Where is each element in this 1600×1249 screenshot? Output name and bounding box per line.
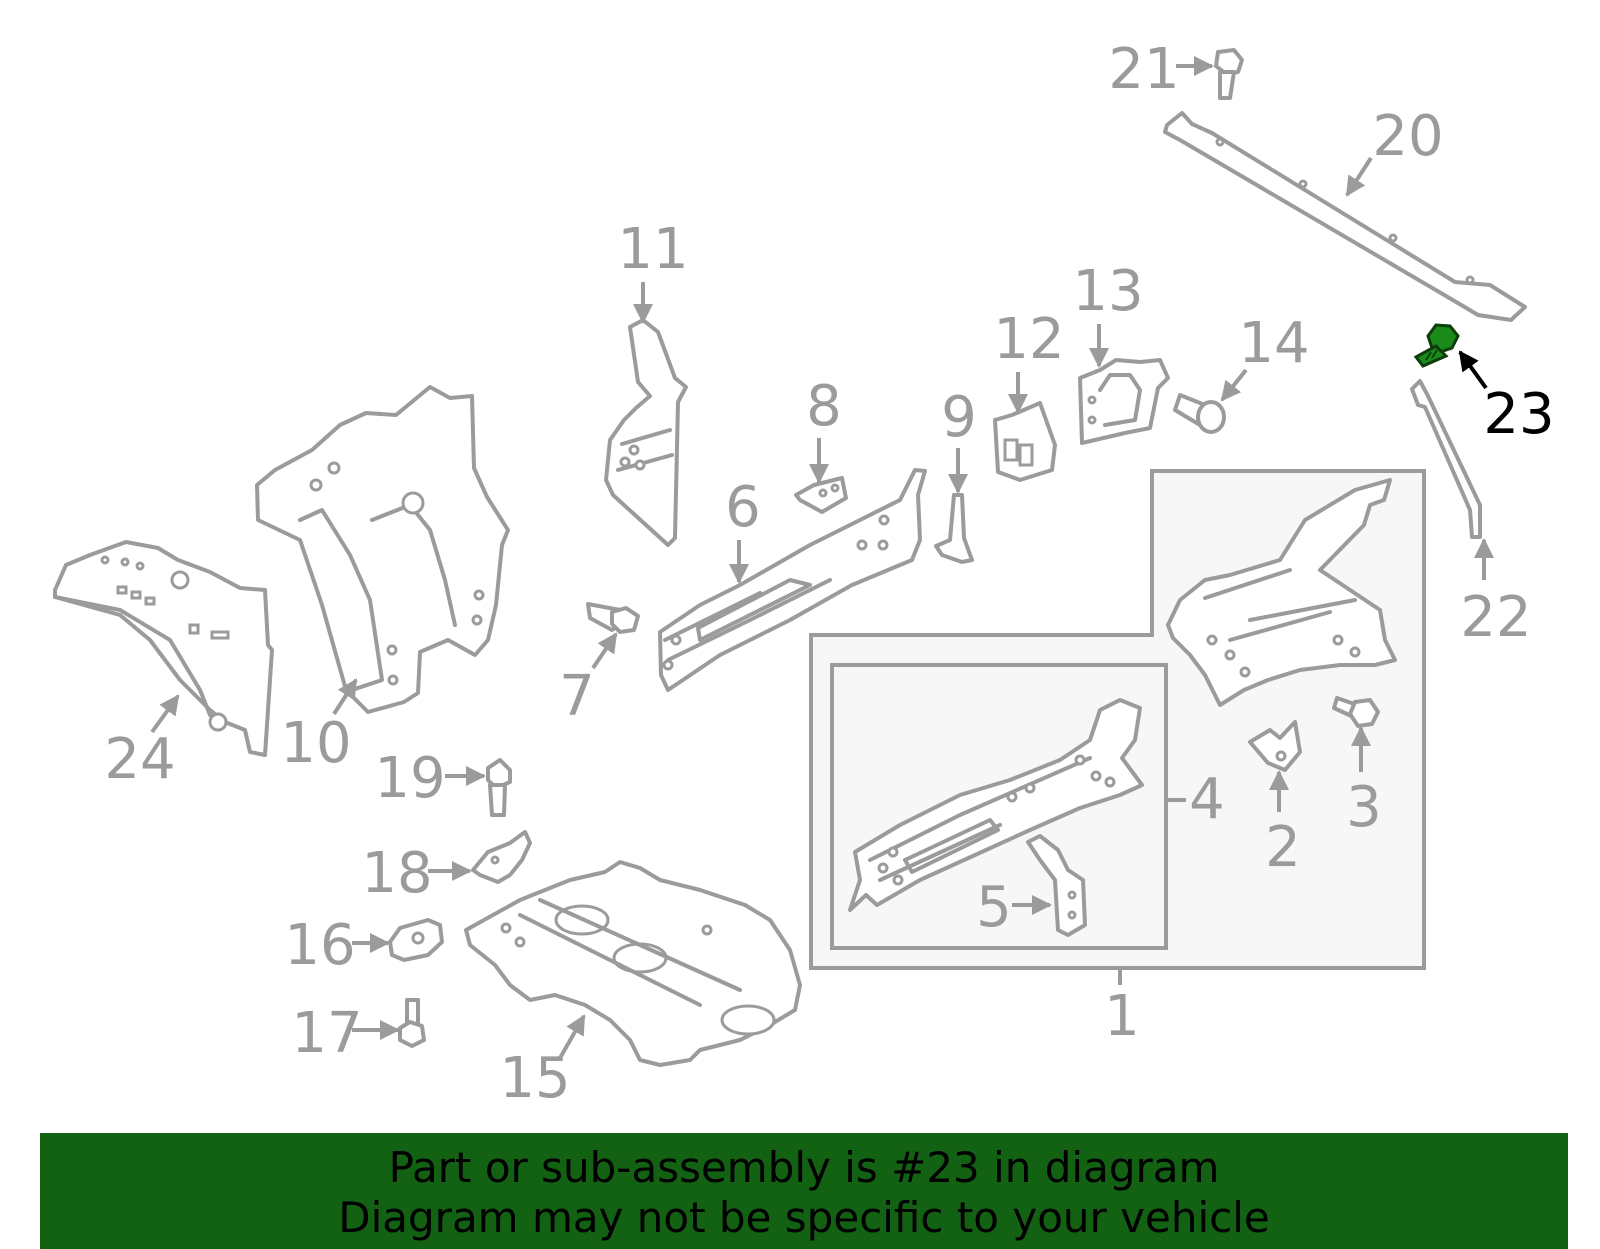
callout-19: 19 bbox=[374, 746, 445, 811]
part-22-bracket[interactable] bbox=[1410, 379, 1482, 539]
info-banner: Part or sub-assembly is #23 in diagram D… bbox=[40, 1133, 1568, 1249]
callout-12: 12 bbox=[993, 307, 1064, 372]
callout-6: 6 bbox=[725, 475, 761, 540]
callout-23-highlighted: 23 bbox=[1483, 382, 1554, 447]
part-7-bolt[interactable] bbox=[586, 602, 640, 634]
part-9-bracket[interactable] bbox=[934, 493, 974, 564]
callout-8: 8 bbox=[806, 374, 842, 439]
callout-22: 22 bbox=[1460, 585, 1531, 650]
callout-10: 10 bbox=[280, 711, 351, 776]
part-10-apron[interactable] bbox=[255, 385, 510, 714]
part-8-bracket[interactable] bbox=[794, 476, 848, 514]
callout-7: 7 bbox=[559, 664, 595, 729]
part-5-bracket[interactable] bbox=[1026, 834, 1087, 937]
callout-24: 24 bbox=[104, 727, 175, 792]
callout-9: 9 bbox=[941, 385, 977, 450]
callout-14: 14 bbox=[1238, 311, 1309, 376]
callout-17: 17 bbox=[291, 1001, 362, 1066]
part-21-bolt[interactable] bbox=[1214, 48, 1244, 100]
part-11-pillar[interactable] bbox=[604, 318, 688, 547]
callout-3: 3 bbox=[1346, 775, 1382, 840]
callout-11: 11 bbox=[617, 217, 688, 282]
part-14-bolt[interactable] bbox=[1173, 393, 1226, 434]
callout-15: 15 bbox=[499, 1046, 570, 1111]
callout-labels: 1 2 3 4 5 6 7 8 9 10 11 12 13 14 15 16 1… bbox=[104, 37, 1554, 1111]
banner-line-1: Part or sub-assembly is #23 in diagram bbox=[388, 1143, 1220, 1192]
callout-16: 16 bbox=[284, 913, 355, 978]
callout-2: 2 bbox=[1265, 815, 1301, 880]
part-12-bracket[interactable] bbox=[993, 401, 1057, 482]
part-20-tie-bar[interactable] bbox=[1163, 111, 1527, 322]
part-2-bracket[interactable] bbox=[1248, 720, 1302, 772]
part-16-mount[interactable] bbox=[388, 918, 444, 962]
part-3-bolt[interactable] bbox=[1332, 696, 1380, 728]
part-4-side-member[interactable] bbox=[848, 698, 1144, 912]
part-1-member-upper[interactable] bbox=[1166, 478, 1397, 707]
callout-20: 20 bbox=[1372, 104, 1443, 169]
callout-21: 21 bbox=[1108, 37, 1179, 102]
part-18-bracket[interactable] bbox=[471, 830, 532, 884]
banner-line-2: Diagram may not be specific to your vehi… bbox=[338, 1193, 1270, 1242]
part-13-bracket[interactable] bbox=[1078, 358, 1170, 445]
part-6-side-member[interactable] bbox=[658, 468, 927, 692]
part-17-bolt[interactable] bbox=[398, 998, 426, 1048]
part-24-wheelhouse[interactable] bbox=[53, 540, 274, 757]
leader-lines bbox=[150, 56, 1494, 1059]
callout-4: 4 bbox=[1189, 767, 1225, 832]
part-19-bolt[interactable] bbox=[486, 758, 512, 817]
callout-1: 1 bbox=[1104, 984, 1140, 1049]
callout-18: 18 bbox=[361, 841, 432, 906]
part-15-subframe[interactable] bbox=[464, 860, 802, 1067]
callout-5: 5 bbox=[976, 875, 1012, 940]
callout-13: 13 bbox=[1072, 259, 1143, 324]
part-23-bolt-highlighted[interactable] bbox=[1413, 323, 1460, 368]
